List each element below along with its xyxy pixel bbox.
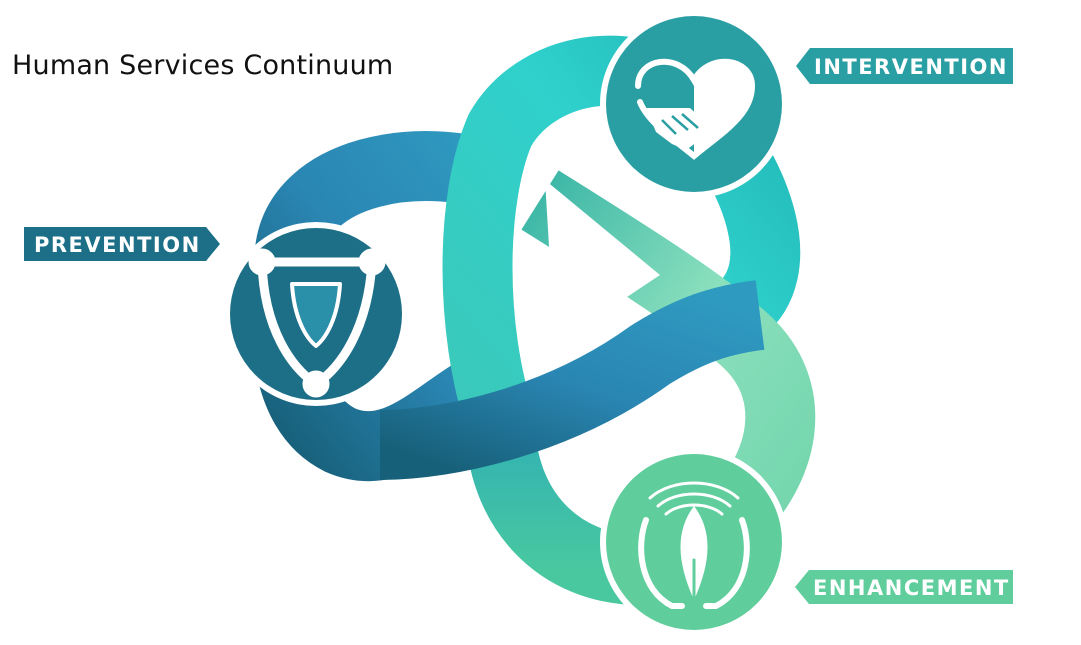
enhancement-label: ENHANCEMENT	[813, 576, 1010, 600]
intervention-node	[600, 10, 788, 198]
prevention-node	[224, 222, 408, 406]
band-blue-diagonal	[379, 280, 765, 480]
handshake-heart-icon	[635, 58, 756, 160]
intervention-label: INTERVENTION	[814, 55, 1008, 79]
hands-sprout-icon	[638, 481, 750, 609]
enhancement-node	[600, 448, 788, 636]
band-teal-loop	[442, 35, 801, 432]
prevention-tag: PREVENTION	[24, 227, 220, 261]
diagram-title: Human Services Continuum	[12, 50, 394, 81]
prevention-label: PREVENTION	[34, 233, 201, 257]
center-triangle	[545, 180, 660, 345]
intervention-tag: INTERVENTION	[796, 48, 1013, 84]
shield-linked-hands-icon	[248, 248, 386, 398]
enhancement-tag: ENHANCEMENT	[795, 570, 1013, 604]
